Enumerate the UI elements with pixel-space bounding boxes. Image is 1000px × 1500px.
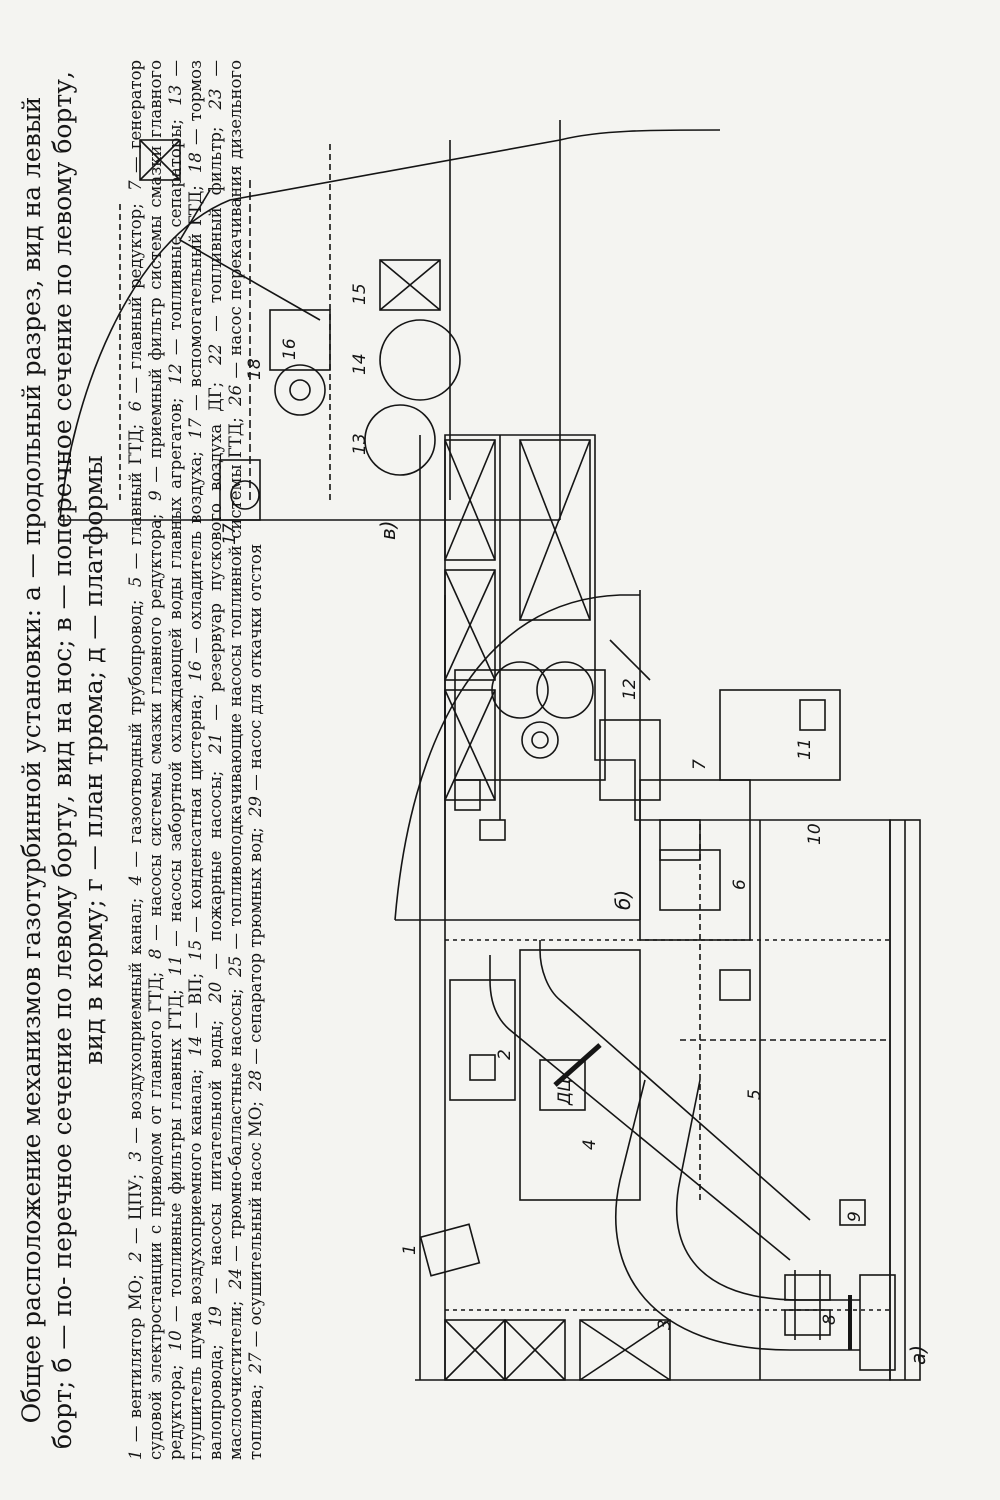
callout-6: 6 — [730, 879, 750, 890]
callout-5: 5 — [745, 1089, 765, 1100]
panel-b-fitting — [479, 819, 506, 841]
callout-16: 16 — [280, 338, 300, 360]
condensate-tank-15 — [719, 969, 751, 1001]
fuel-filter-10 — [659, 819, 701, 861]
air-intake-channel — [615, 1079, 860, 1351]
pumps-11 — [719, 689, 841, 781]
panel-b-hull-curve — [394, 594, 640, 921]
panel-v-box-cross — [139, 139, 181, 181]
callout-8: 8 — [820, 1314, 840, 1325]
panel-v-aux-gtd-wheel — [230, 480, 260, 510]
panel-v-hull-curve — [59, 129, 721, 521]
ventilator-1 — [419, 1223, 481, 1277]
panel-label-b: б) — [611, 890, 635, 910]
callout-13: 13 — [350, 433, 370, 455]
panel-b-gear-lower — [536, 661, 594, 719]
panel-b-cross-section — [394, 590, 651, 921]
panel-a-outline — [415, 434, 891, 1381]
panel-v-cross-section — [59, 120, 721, 521]
generator-7 — [599, 719, 661, 801]
callout-4: 4 — [580, 1139, 600, 1150]
panel-label-v: в) — [376, 520, 400, 540]
pumps-8 — [784, 1270, 831, 1340]
control-post-2 — [449, 979, 516, 1101]
panel-v-aux-gtd-17 — [219, 459, 261, 521]
dc-box — [539, 1059, 586, 1111]
feed-pump-19 — [839, 1199, 866, 1226]
panel-a-tank-boxes — [444, 439, 671, 1381]
panel-v-duct — [178, 189, 321, 321]
callout-17: 17 — [220, 523, 240, 545]
callout-12: 12 — [620, 678, 640, 700]
panel-b-separator — [454, 779, 481, 811]
panel-v-silencer-13 — [364, 404, 436, 476]
callout-11: 11 — [795, 738, 815, 760]
callout-3: 3 — [655, 1319, 675, 1330]
callout-1: 1 — [400, 1244, 420, 1255]
callout-14: 14 — [350, 353, 370, 375]
reductor-housing — [659, 849, 721, 911]
callout-10: 10 — [805, 823, 825, 845]
callout-7: 7 — [690, 759, 710, 770]
panel-v-tank-cross — [379, 259, 441, 311]
pump-11-motor — [799, 699, 826, 731]
callout-9: 9 — [845, 1211, 865, 1222]
panel-b-leader-12 — [609, 639, 651, 681]
panel-b-gear-upper — [491, 661, 549, 719]
panel-v-brake-hub — [289, 379, 311, 401]
panel-label-a: а) — [906, 1345, 930, 1365]
main-gtd-block — [519, 949, 641, 1201]
callout-2: 2 — [495, 1049, 515, 1060]
panel-a-longitudinal-section — [415, 434, 921, 1381]
panel-b-reductor — [454, 669, 606, 781]
panel-v-cooler-16 — [269, 309, 331, 371]
panel-v-tank-15 — [379, 259, 441, 311]
callout-18: 18 — [245, 358, 265, 380]
gas-exhaust-pipe-inner — [539, 940, 811, 1221]
panel-b-shaft — [521, 721, 559, 759]
callout-15: 15 — [350, 283, 370, 305]
gas-exhaust-flange — [553, 1043, 602, 1087]
air-intake-channel-inner — [675, 1079, 860, 1301]
control-post-window — [469, 1054, 496, 1081]
panel-b-shaft-center — [531, 731, 549, 749]
panel-v-air-heater-14 — [379, 319, 461, 401]
callout-dc: ДЦ — [555, 1079, 575, 1106]
panel-v-box — [139, 139, 181, 181]
panel-v-shaft-brake-18 — [274, 364, 326, 416]
air-intake-head — [859, 1274, 896, 1371]
